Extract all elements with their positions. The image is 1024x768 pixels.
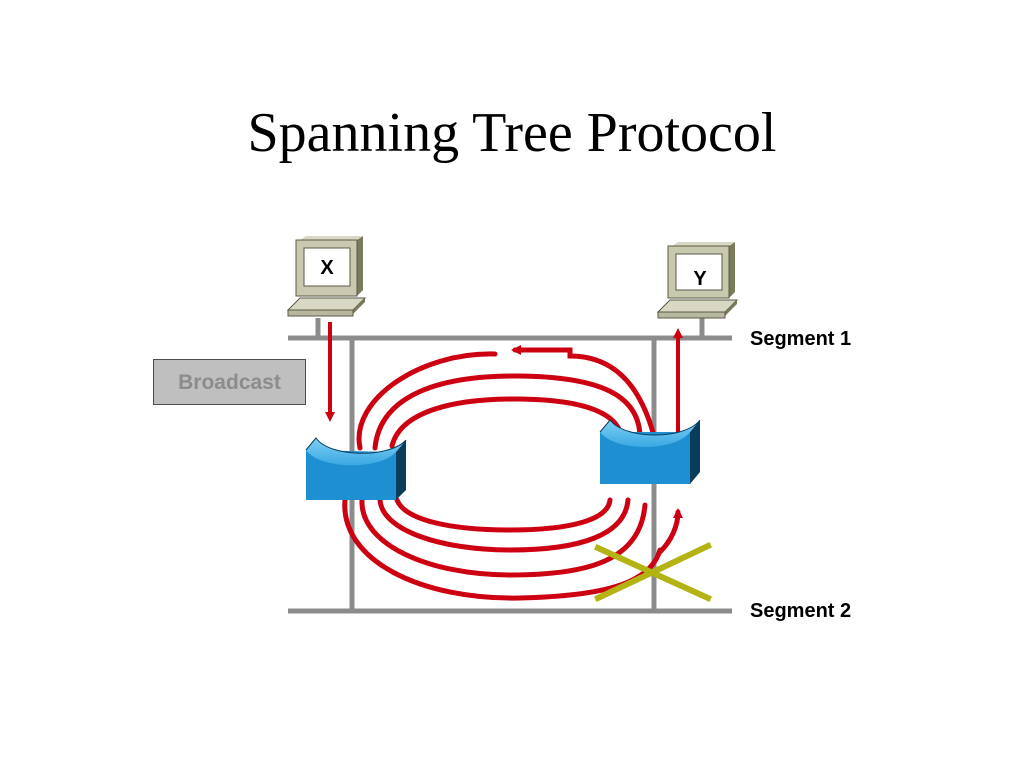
segment-1-label: Segment 1 <box>750 328 852 350</box>
lower-loop-arrow <box>657 508 683 555</box>
bridge-left-icon <box>305 437 407 500</box>
upper-loop-mid <box>372 373 643 451</box>
host-x-label: X <box>320 257 334 279</box>
slide-title: Spanning Tree Protocol <box>247 102 777 164</box>
upper-loop-outer <box>356 351 498 451</box>
broadcast-label: Broadcast <box>153 359 306 405</box>
lower-loop-2 <box>359 497 648 578</box>
upper-loop-inner <box>389 396 625 449</box>
lower-loop-inner <box>394 497 613 533</box>
upper-loop-arrow <box>511 345 658 443</box>
host-y-label: Y <box>693 268 707 290</box>
host-x-icon: X <box>286 236 367 317</box>
lower-loop-3 <box>377 497 631 553</box>
bridge-right-icon <box>599 419 701 484</box>
blocked-port-icon <box>594 542 712 602</box>
segment-2-label: Segment 2 <box>750 600 852 622</box>
host-y-icon: Y <box>656 242 739 319</box>
